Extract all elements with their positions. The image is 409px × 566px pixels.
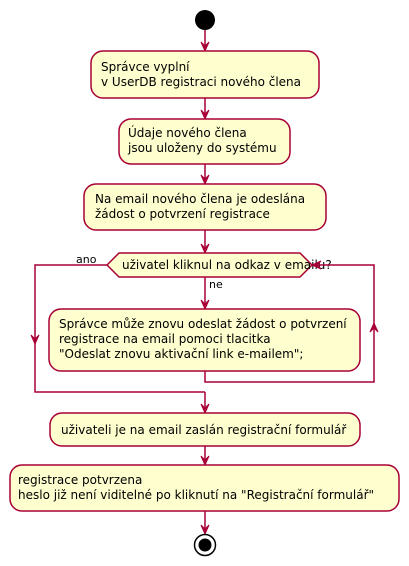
activity-email-sent: Na email nového člena je odeslána žádost… [83, 183, 327, 231]
edge-yes-branch [34, 264, 205, 393]
arrow-loop-up [369, 321, 379, 333]
activity-data-saved-line-2: jsou uloženy do systému [127, 141, 277, 155]
arrow-a1-a2 [200, 109, 210, 121]
decision-clicked-link: uživatel kliknul na odkaz v emailu? [105, 252, 332, 278]
arrow-no-branch [200, 299, 210, 311]
activity-form-sent: uživateli je na email zaslán registrační… [49, 412, 361, 447]
arrow-yes-branch [30, 334, 40, 346]
activity-resend-request: Správce může znovu odeslat žádost o potv… [48, 308, 361, 372]
decision-no-label: ne [209, 278, 223, 291]
activity-email-sent-line-2: žádost o potvrzení registrace [95, 207, 270, 221]
decision-question: uživatel kliknul na odkaz v emailu? [122, 258, 332, 272]
activity-resend-line-3: "Odeslat znovu aktivační link e-mailem"; [59, 347, 303, 361]
arrow-merge-a5 [200, 403, 210, 415]
activity-resend-line-2: registrace na email pomoci tlacitka [59, 332, 271, 346]
activity-fill-form-line-1: Správce vyplní [101, 60, 190, 74]
activity-data-saved: Údaje nového člena jsou uloženy do systé… [118, 118, 291, 165]
activity-confirmed-line-1: registrace potvrzena [18, 473, 142, 487]
activity-data-saved-line-1: Údaje nového člena [128, 125, 247, 140]
activity-fill-form-line-2: v UserDB registraci nového člena [101, 75, 301, 89]
start-node [195, 10, 215, 30]
arrow-loop-into-decision [310, 260, 322, 270]
edge-loop-back [204, 264, 375, 383]
activity-email-sent-line-1: Na email nového člena je odeslána [95, 192, 305, 206]
arrow-a3-decision [200, 243, 210, 255]
activity-confirmed-line-2: heslo již není viditelné po kliknutí na … [18, 488, 374, 502]
arrow-a6-end [200, 524, 210, 536]
end-node [193, 533, 217, 557]
activity-resend-line-1: Správce může znovu odeslat žádost o potv… [59, 317, 347, 331]
activity-fill-form: Správce vyplní v UserDB registraci novéh… [90, 50, 320, 99]
activity-registration-confirmed: registrace potvrzena heslo již není vidi… [9, 464, 400, 512]
decision-yes-label: ano [76, 253, 97, 266]
arrow-a2-a3 [200, 174, 210, 186]
arrow-start-a1 [200, 41, 210, 53]
activity-form-sent-line-1: uživateli je na email zaslán registrační… [61, 423, 347, 437]
arrow-a5-a6 [200, 455, 210, 467]
